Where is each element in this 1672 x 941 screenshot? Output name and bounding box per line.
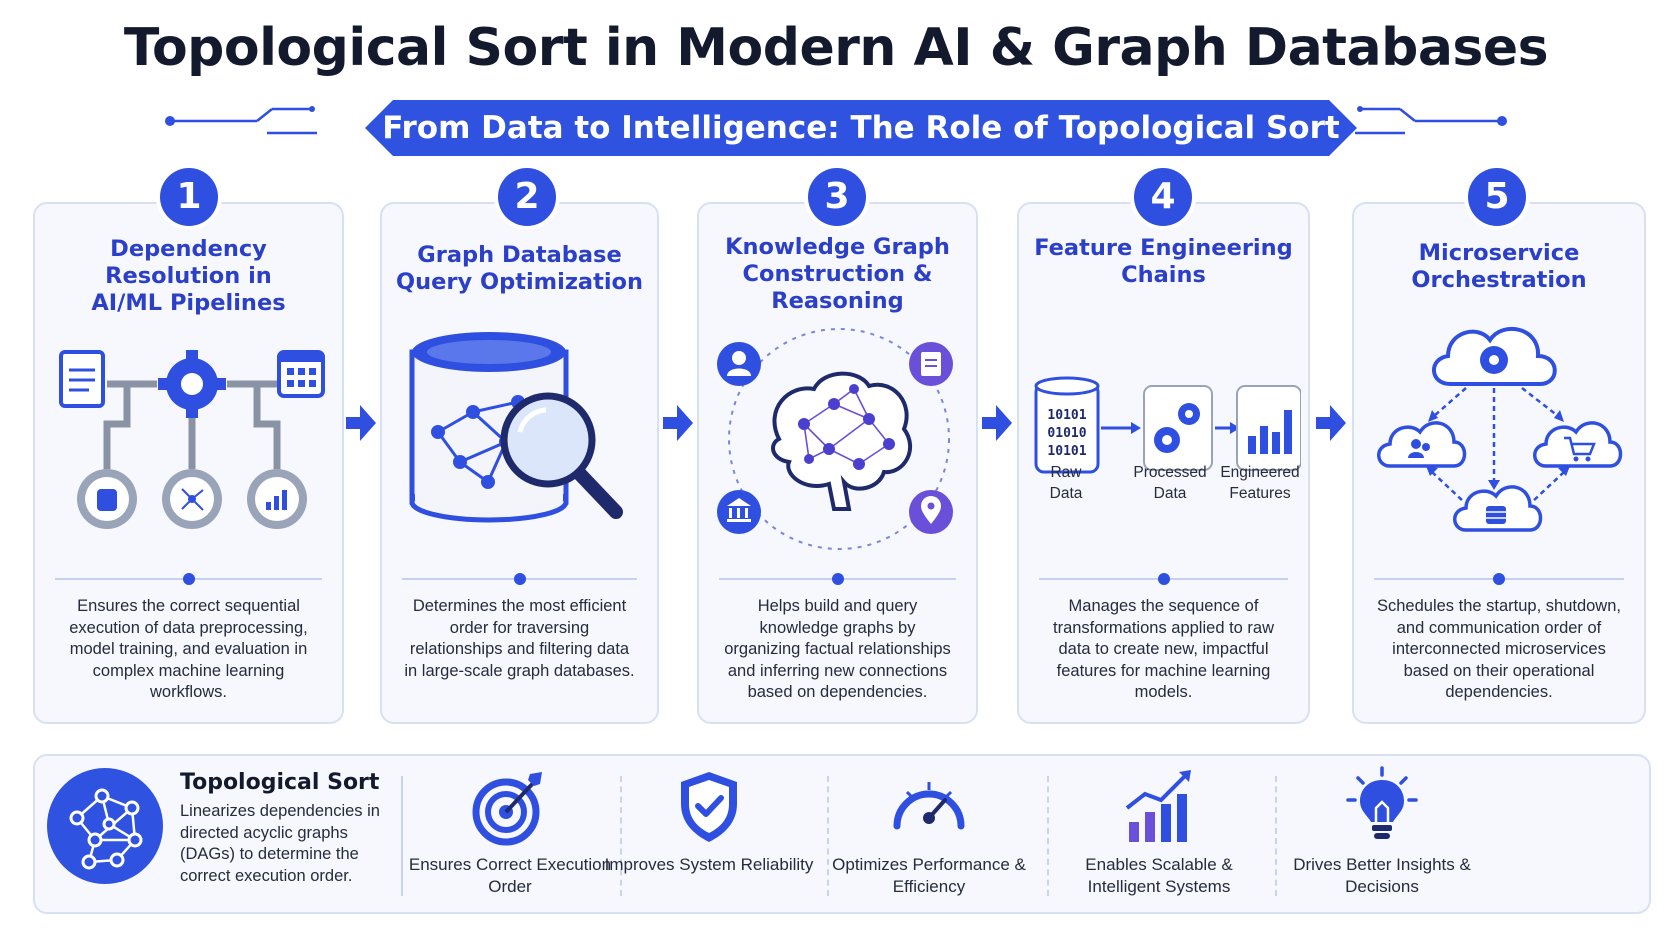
document-icon [909, 342, 953, 386]
benefit-label: Improves System Reliability [604, 855, 814, 874]
user-icon [717, 342, 761, 386]
card-title: Dependency Resolution in AI/ML Pipelines [91, 236, 286, 316]
card-divider [719, 573, 956, 585]
cloud-gear-icon [1432, 326, 1557, 386]
step-badge-4: 4 [1134, 168, 1192, 226]
card-divider [1374, 573, 1624, 585]
benefit-correct-order: Ensures Correct Execution Order [400, 766, 620, 906]
shield-check-icon [681, 772, 737, 842]
database-search-illustration [409, 332, 623, 523]
benefit-scalable: Enables Scalable & Intelligent Systems [1049, 766, 1269, 906]
card-title: Graph Database Query Optimization [395, 242, 644, 295]
step-badge-1: 1 [160, 168, 218, 226]
subtitle: From Data to Intelligence: The Role of T… [382, 110, 1340, 146]
benefit-reliability: Improves System Reliability [599, 766, 819, 906]
summary-title: Topological Sort [180, 770, 380, 795]
stage-label-processed: Processed Data [1133, 464, 1207, 502]
card-dependency-resolution: Dependency Resolution in AI/ML Pipelines [33, 202, 344, 724]
card-knowledge-graph: Knowledge Graph Construction & Reasoning [697, 202, 978, 724]
database-gear-icon [77, 469, 137, 529]
circuit-line-right-icon [1355, 106, 1507, 135]
binary-line-3: 10101 [1047, 444, 1086, 459]
card-description: Manages the sequence of transformations … [1052, 597, 1275, 702]
cloud-orchestration-illustration [1377, 326, 1623, 532]
binary-data-icon: 10101 01010 10101 [1034, 376, 1100, 474]
magnifier-icon [500, 392, 623, 519]
card-description: Ensures the correct sequential execution… [69, 597, 308, 702]
arrow-right-icon [982, 405, 1012, 441]
card-title: Feature Engineering Chains [1034, 235, 1293, 288]
step-badge-5: 5 [1468, 168, 1526, 226]
stage-label-raw: Raw Data [1049, 464, 1083, 502]
separator [1275, 776, 1277, 896]
step-badge-3: 3 [808, 168, 866, 226]
cloud-cart-icon [1533, 421, 1623, 468]
card-divider [402, 573, 637, 585]
document-icon [59, 350, 105, 408]
growth-chart-icon [1125, 770, 1191, 842]
card-feature-engineering: Feature Engineering Chains 10101 01010 1… [1017, 202, 1310, 724]
stage-label-engineered: Engineered Features [1220, 464, 1300, 502]
cloud-database-icon [1453, 485, 1543, 532]
graph-network-icon [431, 395, 525, 489]
brain-network-icon [771, 371, 912, 511]
card-graph-db-query: Graph Database Query Optimization Determ… [380, 202, 659, 724]
benefit-performance: Optimizes Performance & Efficiency [819, 766, 1039, 906]
binary-line-2: 01010 [1047, 426, 1086, 441]
summary-bar: Topological Sort Linearizes dependencies… [33, 754, 1651, 914]
gears-icon [1143, 385, 1213, 471]
benefit-label: Optimizes Performance & Efficiency [832, 855, 1026, 896]
benefit-label: Drives Better Insights & Decisions [1293, 855, 1471, 896]
separator [620, 776, 622, 896]
location-pin-icon [909, 490, 953, 534]
calendar-icon [277, 350, 325, 398]
summary-graph-icon [47, 768, 163, 884]
pipeline-illustration [59, 350, 325, 529]
circuit-line-left-icon [165, 106, 317, 135]
network-gear-icon [162, 469, 222, 529]
arrow-right-icon [346, 405, 376, 441]
card-divider [1039, 573, 1288, 585]
step-badge-2: 2 [498, 168, 556, 226]
benefit-insights: Drives Better Insights & Decisions [1272, 766, 1492, 906]
benefit-label: Ensures Correct Execution Order [408, 855, 612, 896]
chart-gear-icon [247, 469, 307, 529]
arrow-right-icon [1316, 405, 1346, 441]
gear-icon [158, 350, 226, 418]
card-title: Microservice Orchestration [1411, 240, 1587, 293]
target-icon [472, 772, 542, 846]
speedometer-icon [893, 782, 965, 830]
card-description: Schedules the startup, shutdown, and com… [1377, 597, 1621, 702]
cloud-users-icon [1377, 421, 1467, 468]
summary-description: Linearizes dependencies in directed acyc… [180, 802, 380, 885]
card-title: Knowledge Graph Construction & Reasoning [725, 234, 950, 314]
subtitle-banner: From Data to Intelligence: The Role of T… [365, 100, 1357, 156]
card-microservice-orchestration: Microservice Orchestration [1352, 202, 1646, 724]
separator [827, 776, 829, 896]
card-description: Determines the most efficient order for … [404, 597, 635, 680]
feature-chain-illustration: 10101 01010 10101 [1034, 376, 1301, 474]
brain-illustration [717, 328, 953, 550]
lightbulb-icon [1346, 766, 1418, 839]
benefit-label: Enables Scalable & Intelligent Systems [1085, 855, 1233, 896]
separator [401, 776, 403, 896]
separator [1047, 776, 1049, 896]
bar-chart-icon [1236, 385, 1301, 471]
page-title: Topological Sort in Modern AI & Graph Da… [123, 18, 1549, 78]
card-divider [55, 573, 322, 585]
arrow-right-icon [663, 405, 693, 441]
card-description: Helps build and query knowledge graphs b… [724, 597, 951, 702]
bank-icon [717, 490, 761, 534]
binary-line-1: 10101 [1047, 408, 1086, 423]
